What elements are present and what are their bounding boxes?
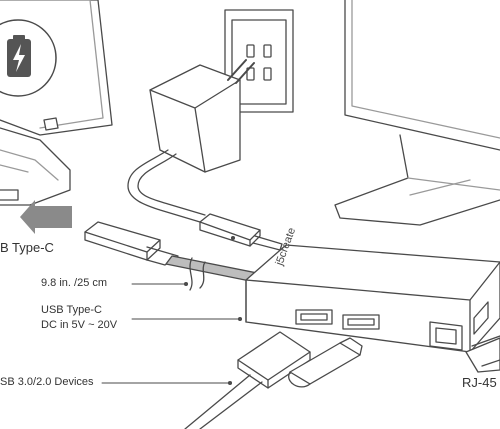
insert-arrow-icon xyxy=(20,200,72,234)
j5create-hub xyxy=(245,244,500,353)
label-usb3-devices: SB 3.0/2.0 Devices xyxy=(0,376,94,388)
label-rj45: RJ-45 xyxy=(462,375,497,390)
usb-c-connector xyxy=(84,221,179,266)
battery-charging-icon xyxy=(0,19,57,97)
power-adapter xyxy=(149,59,255,173)
label-cable-length: 9.8 in. /25 cm xyxy=(41,277,108,289)
usb-flash-drive xyxy=(288,337,363,388)
callout-lines xyxy=(101,235,243,386)
label-usb-type-c-laptop: B Type-C xyxy=(0,240,54,255)
usb-a-cable xyxy=(184,331,311,429)
label-usb-type-c-input: USB Type-C xyxy=(41,304,102,316)
rj45-cable xyxy=(465,335,500,373)
monitor xyxy=(334,0,500,226)
dc-in-connector xyxy=(199,213,283,251)
adapter-cable xyxy=(127,149,201,223)
label-dc-in-range: DC in 5V ~ 20V xyxy=(41,319,118,331)
